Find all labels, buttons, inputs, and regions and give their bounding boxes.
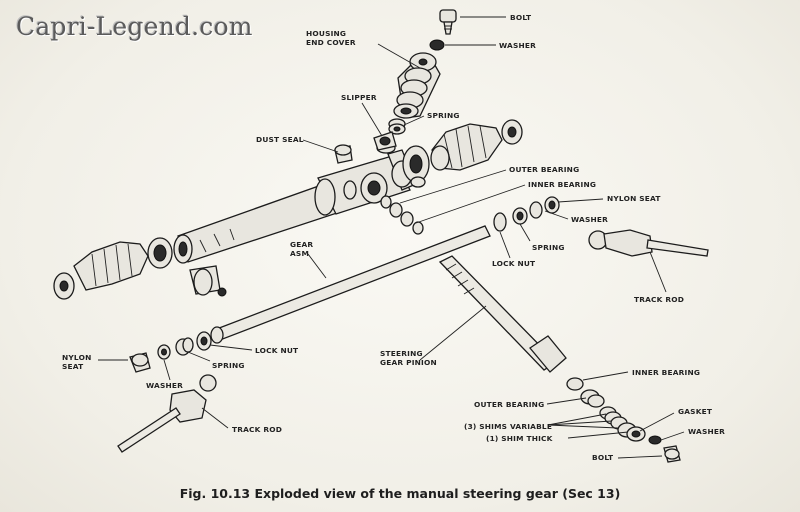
label-spring-left: SPRING <box>212 361 245 370</box>
bottom-stack <box>566 377 681 463</box>
label-shims-variable: (3) SHIMS VARIABLE <box>464 422 552 431</box>
steering-gear-pinion <box>438 255 567 373</box>
housing-end-cover <box>393 52 441 119</box>
rack-housing <box>173 142 430 264</box>
label-housing: HOUSING <box>306 29 346 38</box>
label-spring-top: SPRING <box>427 111 460 120</box>
label-washer-bottom: WASHER <box>688 427 725 436</box>
label-bolt-bottom: BOLT <box>592 453 613 462</box>
spring-top <box>388 118 406 135</box>
label-spring-right: SPRING <box>532 243 565 252</box>
slipper <box>373 131 397 151</box>
label-washer-top: WASHER <box>499 41 536 50</box>
label-slipper: SLIPPER <box>341 93 377 102</box>
label-track-rod-left: TRACK ROD <box>232 425 282 434</box>
dust-seal <box>334 144 353 164</box>
label-inner-bearing-top: INNER BEARING <box>528 180 596 189</box>
washer-top <box>429 39 445 51</box>
label-shim-thick: (1) SHIM THICK <box>486 434 553 443</box>
right-track-rod <box>588 229 709 257</box>
figure-caption: Fig. 10.13 Exploded view of the manual s… <box>179 486 621 501</box>
label-washer-left: WASHER <box>146 381 183 390</box>
label-outer-bearing-top: OUTER BEARING <box>509 165 579 174</box>
label-steering: STEERING <box>380 349 423 358</box>
label-end-cover: END COVER <box>306 38 356 47</box>
label-gear: GEAR <box>290 240 313 249</box>
label-nylon-seat-right: NYLON SEAT <box>607 194 661 203</box>
leader-lines <box>98 16 685 459</box>
label-washer-right: WASHER <box>571 215 608 224</box>
label-outer-bearing-bottom: OUTER BEARING <box>474 400 544 409</box>
label-gear-pinion: GEAR PINION <box>380 358 437 367</box>
label-gasket: GASKET <box>678 407 712 416</box>
left-bellows <box>53 237 227 300</box>
part-labels: BOLT WASHER HOUSING END COVER SLIPPER SP… <box>62 13 725 462</box>
bolt-top <box>439 9 457 35</box>
label-dust-seal: DUST SEAL <box>256 135 304 144</box>
site-watermark: Capri-Legend.com <box>16 12 253 41</box>
label-asm: ASM <box>290 249 309 258</box>
right-bellows <box>430 119 523 171</box>
left-track-rod <box>117 374 217 453</box>
label-seat: SEAT <box>62 362 83 371</box>
label-nylon: NYLON <box>62 353 91 362</box>
label-track-rod-right: TRACK ROD <box>634 295 684 304</box>
label-bolt-top: BOLT <box>510 13 531 22</box>
right-small-parts <box>380 195 560 235</box>
label-lock-nut-left: LOCK NUT <box>255 346 298 355</box>
label-lock-nut-right: LOCK NUT <box>492 259 535 268</box>
rack-bar <box>210 225 491 344</box>
label-inner-bearing-bottom: INNER BEARING <box>632 368 700 377</box>
left-small-parts <box>129 331 212 373</box>
